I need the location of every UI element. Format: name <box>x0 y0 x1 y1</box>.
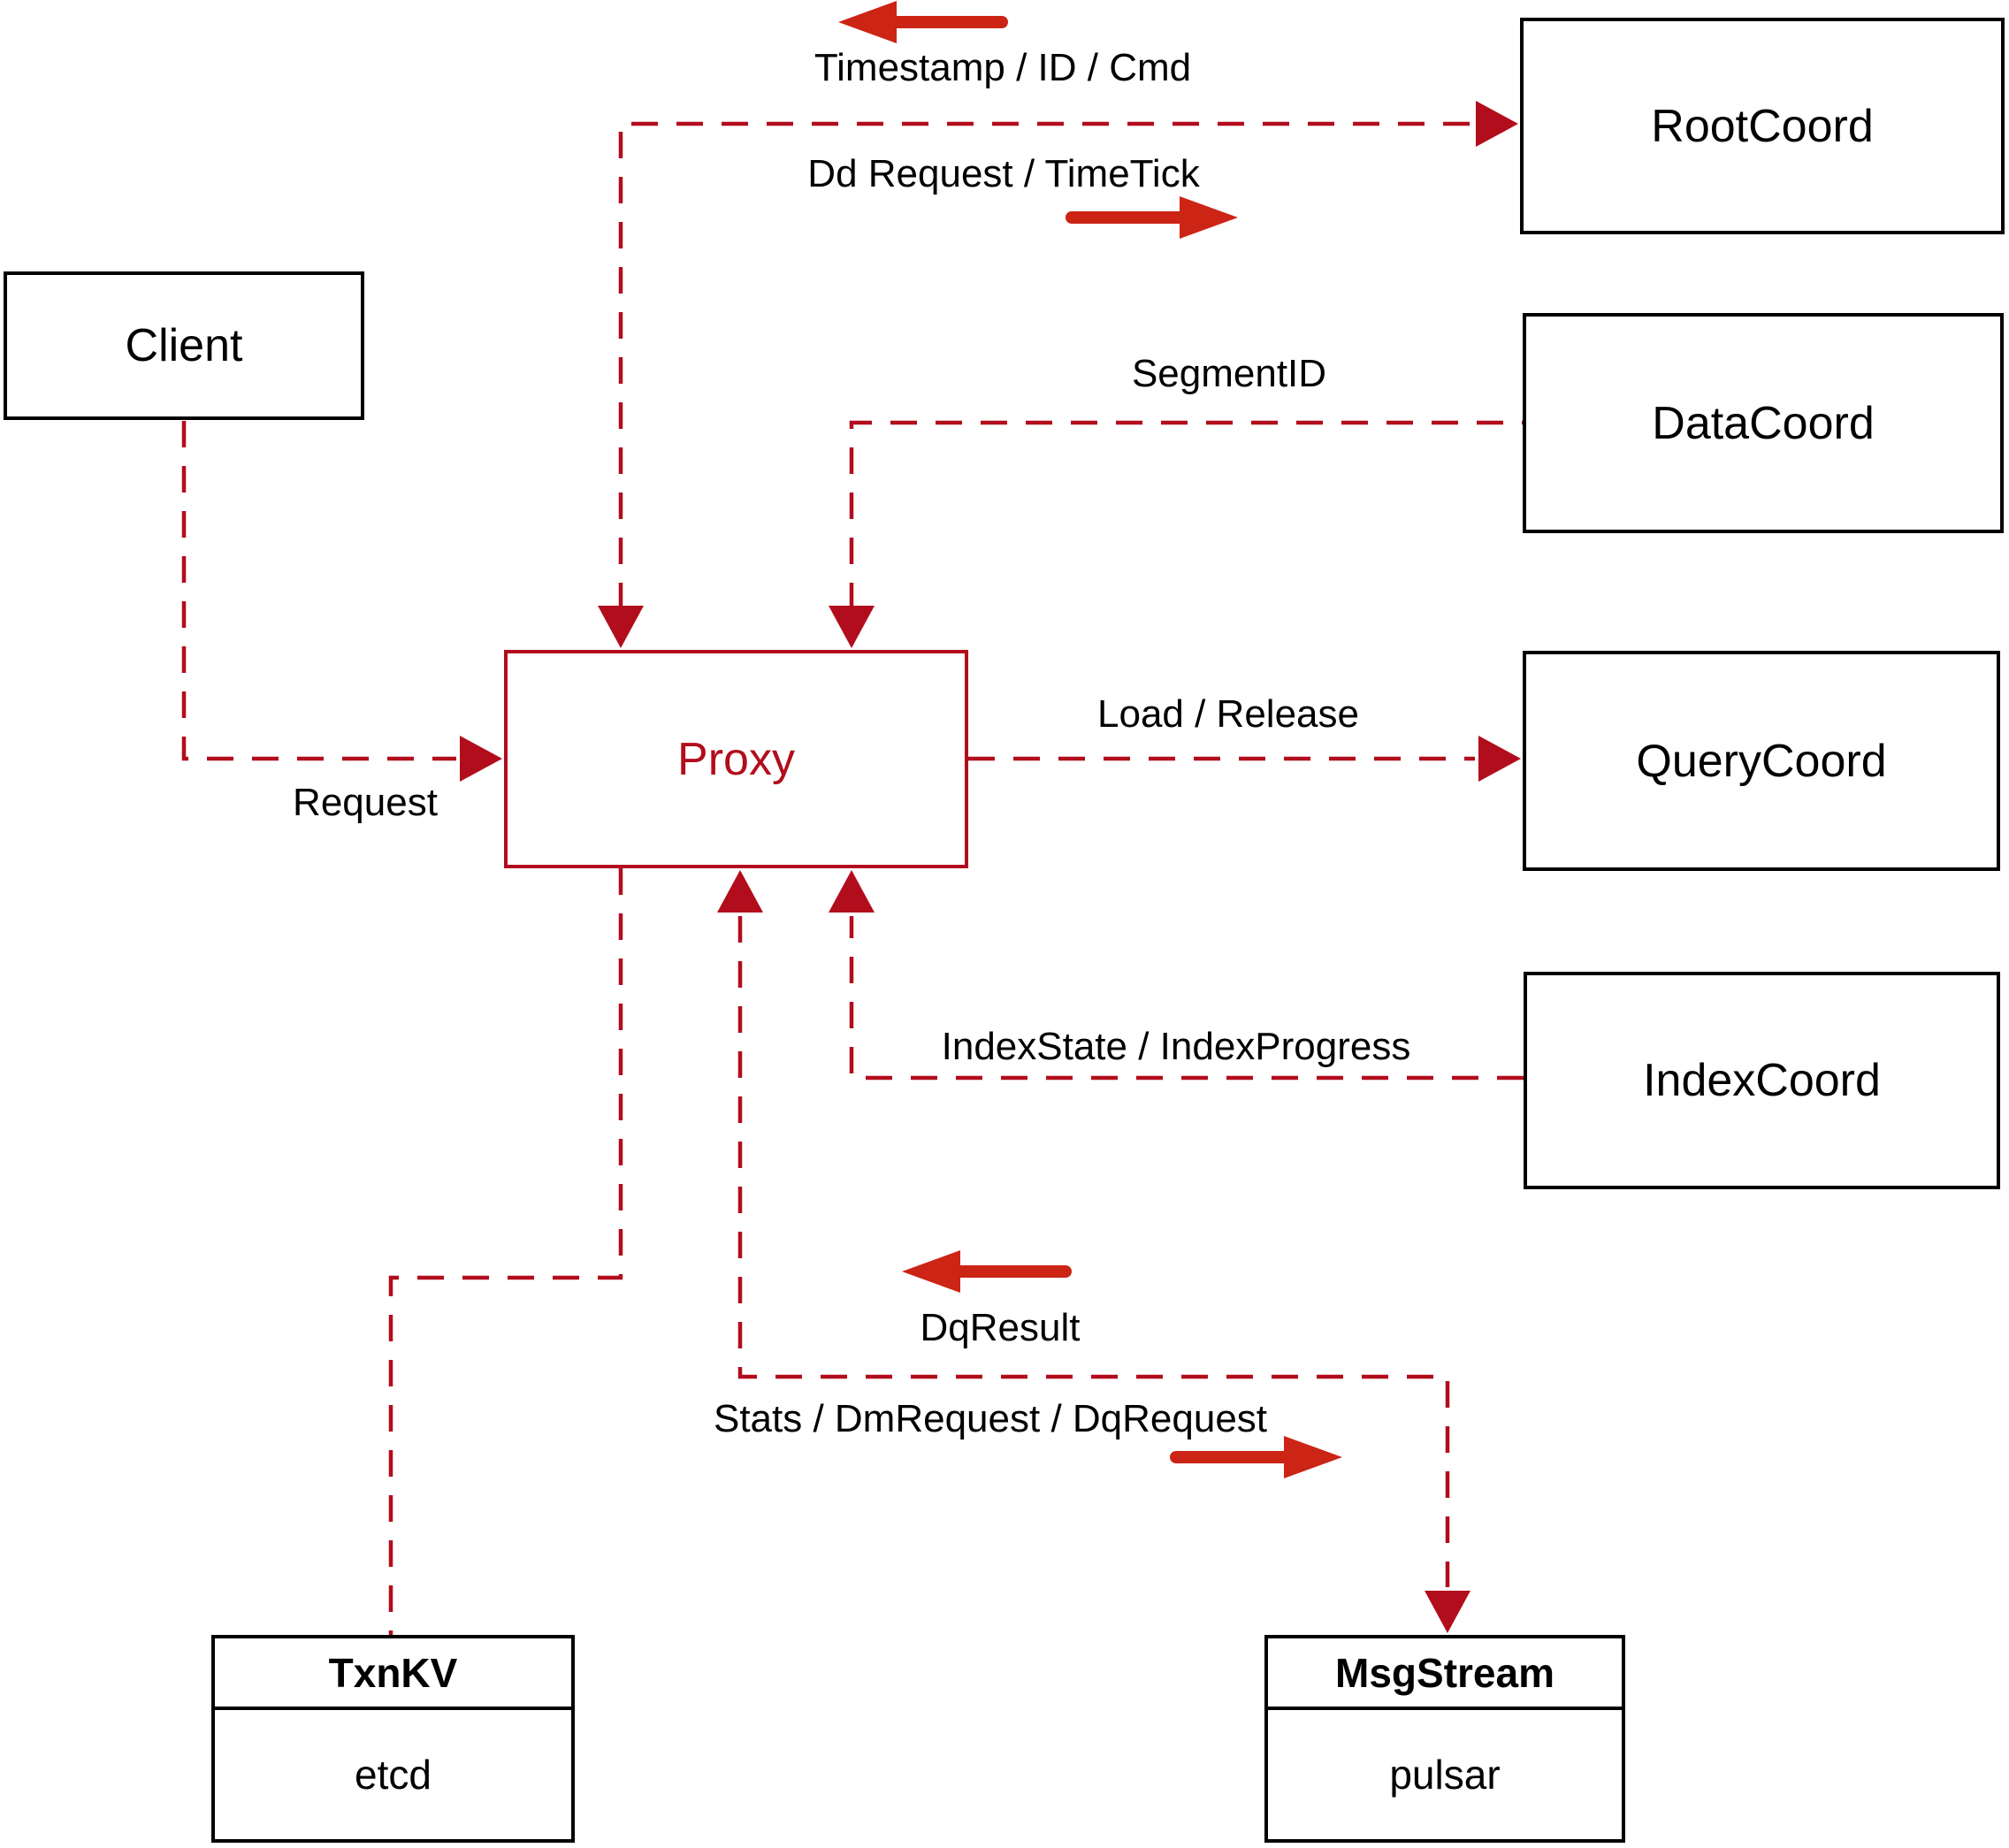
arrowhead-into-msgstream-icon <box>1425 1591 1470 1633</box>
node-proxy: Proxy <box>504 650 968 868</box>
direction-arrow-right-stats-icon <box>1170 1436 1342 1478</box>
edge-label-stats-dmrequest-dqrequest: Stats / DmRequest / DqRequest <box>713 1397 1268 1440</box>
node-client-label: Client <box>125 320 243 371</box>
node-msgstream-title: MsgStream <box>1268 1638 1622 1710</box>
edge-proxy-rootcoord <box>618 121 1472 609</box>
edge-label-dqresult: DqResult <box>920 1306 1081 1349</box>
node-querycoord: QueryCoord <box>1523 651 2000 871</box>
node-datacoord-label: DataCoord <box>1652 397 1875 449</box>
edge-proxy-msgstream <box>737 916 1450 1587</box>
node-txnkv-title: TxnKV <box>215 1638 571 1710</box>
node-rootcoord-label: RootCoord <box>1651 100 1874 152</box>
edge-label-request: Request <box>293 781 438 824</box>
node-msgstream-subtitle: pulsar <box>1389 1752 1501 1798</box>
direction-arrow-left-timestamp-icon <box>838 1 1008 43</box>
node-proxy-label: Proxy <box>677 733 795 785</box>
edge-label-dd-request-timetick: Dd Request / TimeTick <box>807 152 1200 195</box>
arrowhead-into-proxy-bottom-right-icon <box>829 870 875 913</box>
direction-arrow-left-dqresult-icon <box>902 1250 1072 1293</box>
edge-label-indexstate-indexprogress: IndexState / IndexProgress <box>941 1025 1411 1068</box>
node-txnkv: TxnKV etcd <box>211 1635 575 1843</box>
edge-datacoord-proxy <box>849 420 1523 609</box>
arrowhead-into-proxy-bottom-left-icon <box>717 870 763 913</box>
arrowhead-into-proxy-left-icon <box>460 736 502 782</box>
node-client: Client <box>4 271 364 420</box>
node-indexcoord: IndexCoord <box>1524 972 2000 1189</box>
arrowhead-into-proxy-top-right-icon <box>829 606 875 648</box>
edge-label-load-release: Load / Release <box>1097 692 1359 736</box>
arrowhead-into-querycoord-icon <box>1478 736 1521 782</box>
node-rootcoord: RootCoord <box>1520 18 2005 234</box>
edge-label-timestamp-id-cmd: Timestamp / ID / Cmd <box>814 46 1192 89</box>
edge-label-segmentid: SegmentID <box>1131 352 1327 395</box>
edge-indexcoord-proxy <box>849 916 1524 1081</box>
arrowhead-into-proxy-top-left-icon <box>598 606 644 648</box>
direction-arrow-right-ddrequest-icon <box>1066 196 1238 239</box>
node-datacoord: DataCoord <box>1523 313 2004 533</box>
arrowhead-into-rootcoord-icon <box>1476 101 1518 147</box>
node-querycoord-label: QueryCoord <box>1636 735 1887 787</box>
edge-proxy-txnkv <box>388 868 623 1635</box>
node-txnkv-subtitle: etcd <box>355 1752 432 1798</box>
node-indexcoord-label: IndexCoord <box>1643 1055 1881 1106</box>
node-msgstream: MsgStream pulsar <box>1264 1635 1625 1843</box>
edge-client-proxy <box>181 421 456 761</box>
